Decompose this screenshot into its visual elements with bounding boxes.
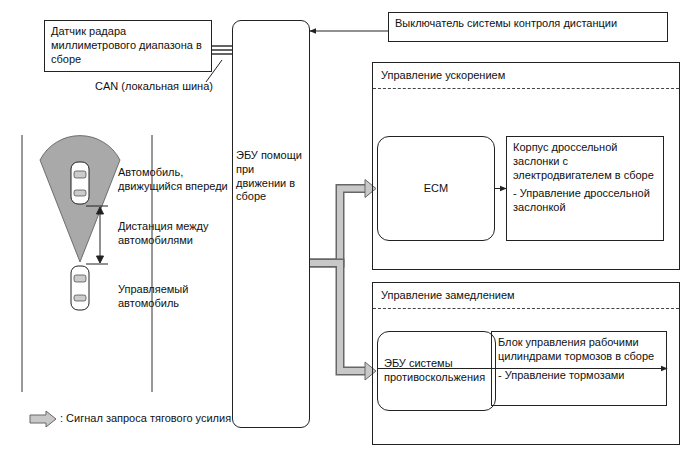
node-title: Корпус дроссельной заслонки с электродви…: [513, 141, 657, 182]
signal-arrow-fill: [310, 263, 367, 371]
legend-arrow-sample: [30, 411, 56, 427]
ecm-box: ECM: [377, 136, 495, 241]
legend-text: : Сигнал запроса тягового усилия: [60, 412, 231, 426]
node-note: - Управление тормозами: [498, 369, 660, 383]
lane-line: [22, 135, 23, 392]
dimension-label: Дистанция между автомобилями: [118, 220, 228, 248]
signal-arrow-outline: [310, 189, 367, 264]
leader-line: [206, 60, 222, 82]
signal-arrow-outline: [310, 263, 367, 371]
can-bus: [212, 46, 232, 54]
bus-wire: [212, 45, 232, 46]
signal-arrow-head: [365, 362, 376, 380]
bus-wire: [212, 53, 232, 54]
control-panel: Управление ускорениемECM Корпус дроссельн…: [372, 62, 680, 270]
actuator-box: Корпус дроссельной заслонки с электродви…: [506, 136, 664, 241]
connector-line: [495, 188, 506, 189]
signal-arrow-fill: [310, 189, 367, 264]
node-title: Датчик радара миллиметрового диапазона в…: [51, 25, 205, 66]
dashed-divider: [373, 88, 679, 89]
signal-arrow-head: [365, 180, 376, 198]
dashed-divider: [373, 308, 679, 309]
node-title: Блок управления рабочими цилиндрами торм…: [498, 336, 660, 364]
control-panel: Управление замедлениемЭБУ системы против…: [372, 282, 680, 445]
node-title: Управление ускорением: [381, 69, 671, 83]
node-title: ECM: [424, 182, 448, 196]
bus-label: CAN (локальная шина): [95, 80, 215, 94]
node-note: - Управление дроссельной заслонкой: [513, 187, 657, 215]
node-title: ЭБУ помощи при движении в сборе: [236, 149, 306, 204]
signal-arrow: [310, 263, 376, 380]
ecu-box: ЭБУ системы противоскольжения: [377, 331, 496, 411]
distance-dimension: [86, 206, 108, 264]
vehicle-label: Управляемый автомобиль: [118, 283, 228, 311]
connector-line: [310, 31, 388, 32]
node-title: ЭБУ системы противоскольжения: [384, 357, 489, 385]
node-title: Выключатель системы контроля дистанции: [395, 17, 661, 31]
front-car: [71, 162, 89, 204]
radar-cone: [40, 136, 120, 262]
own-car: [71, 266, 89, 310]
node-title: Управление замедлением: [381, 289, 671, 303]
switch-box: Выключатель системы контроля дистанции: [388, 12, 668, 42]
signal-arrow: [310, 180, 376, 264]
vehicle-label: Автомобиль, движущийся впереди: [118, 166, 228, 194]
connector-arrow: [310, 31, 388, 32]
sensor-box: Датчик радара миллиметрового диапазона в…: [44, 20, 212, 72]
connector-arrow: [495, 188, 506, 189]
ecu-box: ЭБУ помощи при движении в сборе: [232, 20, 310, 428]
bus-wire: [212, 49, 232, 50]
actuator-box: Блок управления рабочими цилиндрами торм…: [491, 331, 667, 406]
